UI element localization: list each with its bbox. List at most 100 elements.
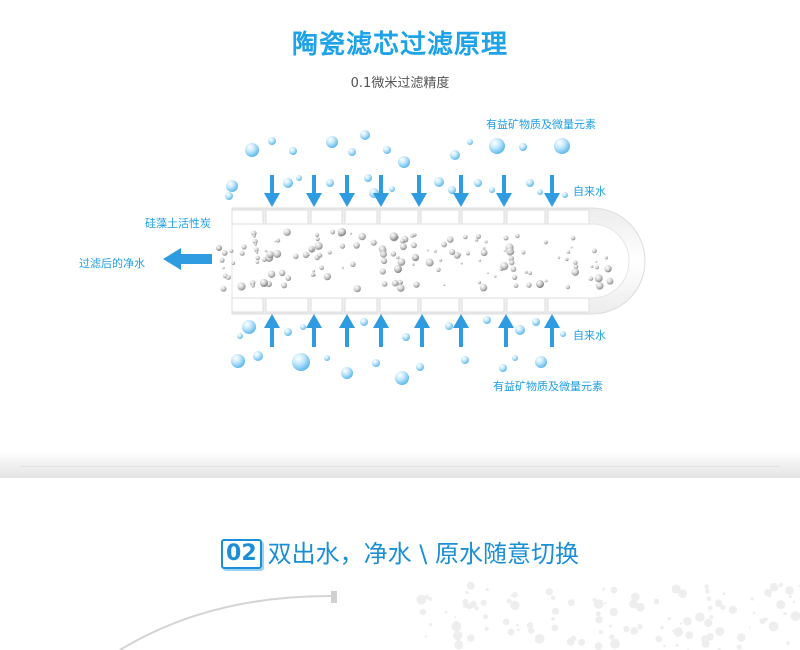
particle [219, 257, 225, 263]
splash-drop [623, 625, 630, 633]
particle [220, 285, 227, 292]
particle [503, 235, 509, 241]
particle [484, 240, 488, 244]
particle [327, 250, 332, 255]
splash-drop [465, 590, 469, 595]
particle [293, 253, 299, 260]
particle [500, 262, 509, 271]
particle [570, 235, 576, 241]
particle [565, 284, 571, 290]
splash-drop [634, 602, 639, 606]
label-minerals-bottom: 有益矿物质及微量元素 [493, 380, 603, 393]
bubble [526, 179, 534, 187]
splash-drop [720, 604, 726, 610]
particle [264, 249, 268, 253]
particle [308, 253, 311, 256]
particle [573, 260, 578, 265]
splash-drop [678, 589, 688, 599]
particle [237, 282, 246, 291]
particle [283, 228, 291, 236]
particle [513, 283, 519, 288]
arrow-down-icon [306, 175, 322, 207]
splash-drop [502, 618, 510, 626]
splash-drop [630, 592, 640, 602]
water-particles [216, 228, 614, 293]
particle [400, 280, 403, 284]
bubble [348, 148, 356, 156]
particle [358, 232, 367, 241]
bubble [253, 351, 263, 361]
particle [266, 251, 274, 259]
bubble [324, 355, 330, 361]
splash-drop [709, 615, 714, 619]
faucet-illustration [119, 581, 800, 650]
bubble [515, 325, 525, 335]
particle [503, 249, 506, 252]
bubble [364, 174, 372, 182]
splash-drop [635, 602, 645, 612]
particle [524, 270, 528, 274]
particle [252, 238, 258, 245]
bubble [535, 356, 547, 368]
particle [588, 276, 594, 281]
particle [458, 253, 462, 256]
bubble [226, 180, 238, 192]
particle [317, 252, 323, 258]
bubble [416, 363, 424, 371]
page-subtitle: 0.1微米过滤精度 [350, 76, 450, 91]
splash-drop [551, 607, 560, 615]
label-diatomite-carbon: 硅藻土活性炭 [145, 217, 211, 230]
splash-drop [671, 584, 681, 594]
particle [379, 268, 386, 275]
particle [590, 265, 594, 268]
splash-drop [416, 595, 427, 605]
bubble [512, 355, 518, 361]
splash-drop [528, 627, 535, 634]
particle [353, 242, 360, 249]
particle [482, 246, 486, 250]
splash-drop [610, 586, 618, 594]
particle [339, 243, 346, 249]
particle [226, 275, 231, 280]
splash-drop [429, 623, 433, 627]
splash-drop [515, 623, 520, 627]
particle [380, 257, 388, 265]
filter-diagram [163, 130, 646, 385]
bubble [283, 178, 293, 188]
splash-drop [687, 647, 690, 650]
particle [478, 259, 482, 262]
bubble [562, 192, 568, 198]
splash-drop [786, 641, 790, 645]
particle [479, 283, 488, 292]
splash-drop [764, 588, 772, 597]
particle [252, 234, 256, 238]
particle [536, 280, 544, 288]
splash-drop [469, 600, 477, 608]
ceramic-segment [265, 297, 309, 313]
splash-drop [484, 626, 489, 631]
ceramic-segment [461, 209, 505, 225]
particle [254, 247, 259, 253]
bubble [268, 137, 276, 145]
ceramic-segment [420, 297, 460, 313]
output-arrow-icon [163, 248, 212, 270]
particle [319, 265, 324, 271]
splash-drop [474, 606, 479, 611]
splash-drop [482, 614, 489, 620]
splash-drop [737, 633, 746, 642]
particle [312, 269, 316, 273]
ceramic-segments-bottom [231, 297, 590, 313]
splash-drop [722, 592, 726, 596]
splash-drop [593, 599, 604, 609]
particle [606, 268, 610, 272]
particle [274, 240, 277, 243]
particle [314, 241, 323, 250]
particle [594, 265, 600, 270]
particle [595, 282, 604, 290]
bubble [245, 143, 259, 157]
particle [573, 264, 579, 270]
splash-drop [749, 626, 752, 629]
splash-drop [608, 624, 613, 628]
bubble [326, 179, 334, 187]
splash-drop [667, 616, 671, 621]
